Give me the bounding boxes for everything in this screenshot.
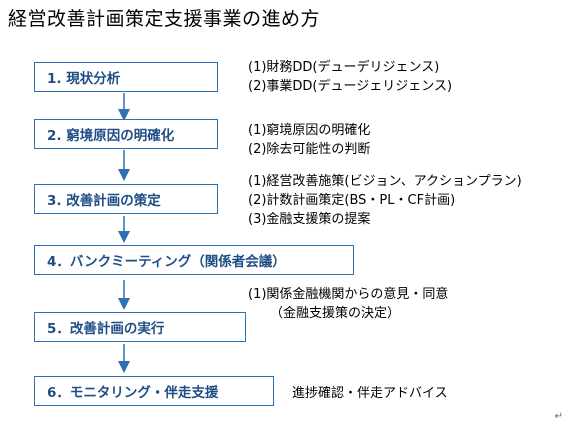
step-notes-1: (1)財務DD(デューデリジェンス) (2)事業DD(デュージェリジェンス): [248, 58, 452, 96]
step-box-6: 6．モニタリング・伴走支援: [34, 376, 274, 406]
step-box-5: 5．改善計画の実行: [34, 312, 246, 342]
step-label-4: 4．バンクミーティング（関係者会議）: [47, 254, 286, 270]
step-notes-4: (1)関係金融機関からの意見・同意 （金融支援策の決定）: [248, 285, 448, 323]
note-text: (3)金融支援策の提案: [248, 212, 371, 227]
paragraph-mark: ↵: [554, 411, 563, 422]
note-text: (2)事業DD(デュージェリジェンス): [248, 79, 453, 94]
step-box-4: 4．バンクミーティング（関係者会議）: [34, 245, 354, 275]
step-label-3: 3. 改善計画の策定: [47, 193, 161, 209]
note-text: (1)窮境原因の明確化: [248, 123, 371, 138]
note-text: 進捗確認・伴走アドバイス: [292, 386, 448, 401]
page-title: 経営改善計画策定支援事業の進め方: [8, 8, 321, 30]
note-text: （金融支援策の決定）: [270, 306, 401, 321]
note-text: (2)除去可能性の判断: [248, 142, 371, 157]
step-label-2: 2. 窮境原因の明確化: [47, 128, 175, 144]
step-label-1: 1. 現状分析: [47, 71, 121, 87]
step-box-3: 3. 改善計画の策定: [34, 184, 218, 214]
step-notes-6: 進捗確認・伴走アドバイス: [292, 384, 448, 403]
step-label-6: 6．モニタリング・伴走支援: [47, 385, 219, 401]
step-box-1: 1. 現状分析: [34, 62, 218, 92]
note-text: (2)計数計画策定(BS・PL・CF計画): [248, 193, 456, 208]
note-text: (1)関係金融機関からの意見・同意: [248, 287, 449, 302]
step-notes-3: (1)経営改善施策(ビジョン、アクションプラン) (2)計数計画策定(BS・PL…: [248, 172, 522, 229]
step-box-2: 2. 窮境原因の明確化: [34, 119, 218, 149]
note-text: (1)経営改善施策(ビジョン、アクションプラン): [248, 174, 522, 189]
step-label-5: 5．改善計画の実行: [47, 321, 165, 337]
note-text: (1)財務DD(デューデリジェンス): [248, 60, 440, 75]
step-notes-2: (1)窮境原因の明確化 (2)除去可能性の判断: [248, 121, 370, 159]
